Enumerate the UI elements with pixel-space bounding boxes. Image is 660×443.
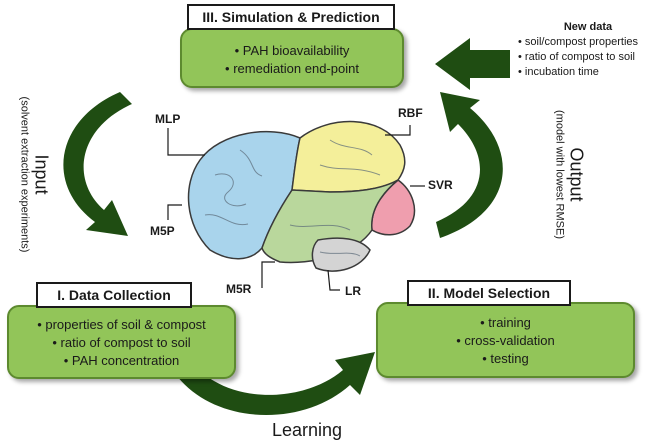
model-label-rbf: RBF — [398, 106, 423, 120]
new-data-item: incubation time — [518, 65, 658, 80]
new-data-title: New data — [563, 21, 613, 33]
model-label-mlp: MLP — [155, 112, 181, 126]
data-collection-list: properties of soil & compost ratio of co… — [9, 316, 234, 370]
new-data-arrow — [435, 38, 510, 90]
model-label-m5p: M5P — [150, 224, 175, 238]
learning-arrow — [170, 352, 375, 416]
output-label: Output (model with lowest RMSE) — [554, 75, 587, 275]
simulation-item: PAH bioavailability — [182, 42, 402, 60]
brain-temporal-lobe — [261, 179, 399, 264]
input-label-text: Input — [31, 154, 52, 195]
data-collection-title: I. Data Collection — [36, 282, 192, 308]
model-selection-item: testing — [378, 350, 633, 368]
new-data-block: New data soil/compost properties ratio o… — [518, 20, 658, 80]
learning-label: Learning — [272, 420, 343, 440]
input-label-sub: (solvent extraction experiments) — [18, 96, 31, 253]
simulation-title: III. Simulation & Prediction — [187, 4, 395, 30]
brain-illustration — [187, 120, 416, 272]
output-label-sub: (model with lowest RMSE) — [553, 110, 566, 239]
output-arrow — [436, 92, 503, 238]
model-label-svr: SVR — [428, 178, 453, 192]
brain-cerebellum — [311, 237, 371, 272]
model-selection-item: training — [378, 314, 633, 332]
model-selection-item: cross-validation — [378, 332, 633, 350]
new-data-item: soil/compost properties — [518, 35, 658, 50]
model-selection-title: II. Model Selection — [407, 280, 571, 306]
simulation-item: remediation end-point — [182, 60, 402, 78]
model-label-lr: LR — [345, 284, 361, 298]
brain-parietal-lobe — [291, 120, 406, 193]
model-leader-lines — [167, 125, 425, 291]
output-label-text: Output — [566, 147, 587, 202]
input-arrow — [63, 92, 132, 236]
data-collection-item: ratio of compost to soil — [9, 334, 234, 352]
input-label: Input (solvent extraction experiments) — [19, 75, 52, 275]
simulation-list: PAH bioavailability remediation end-poin… — [182, 42, 402, 78]
data-collection-item: properties of soil & compost — [9, 316, 234, 334]
model-selection-list: training cross-validation testing — [378, 314, 633, 368]
new-data-item: ratio of compost to soil — [518, 50, 658, 65]
data-collection-item: PAH concentration — [9, 352, 234, 370]
model-label-m5r: M5R — [226, 282, 252, 296]
